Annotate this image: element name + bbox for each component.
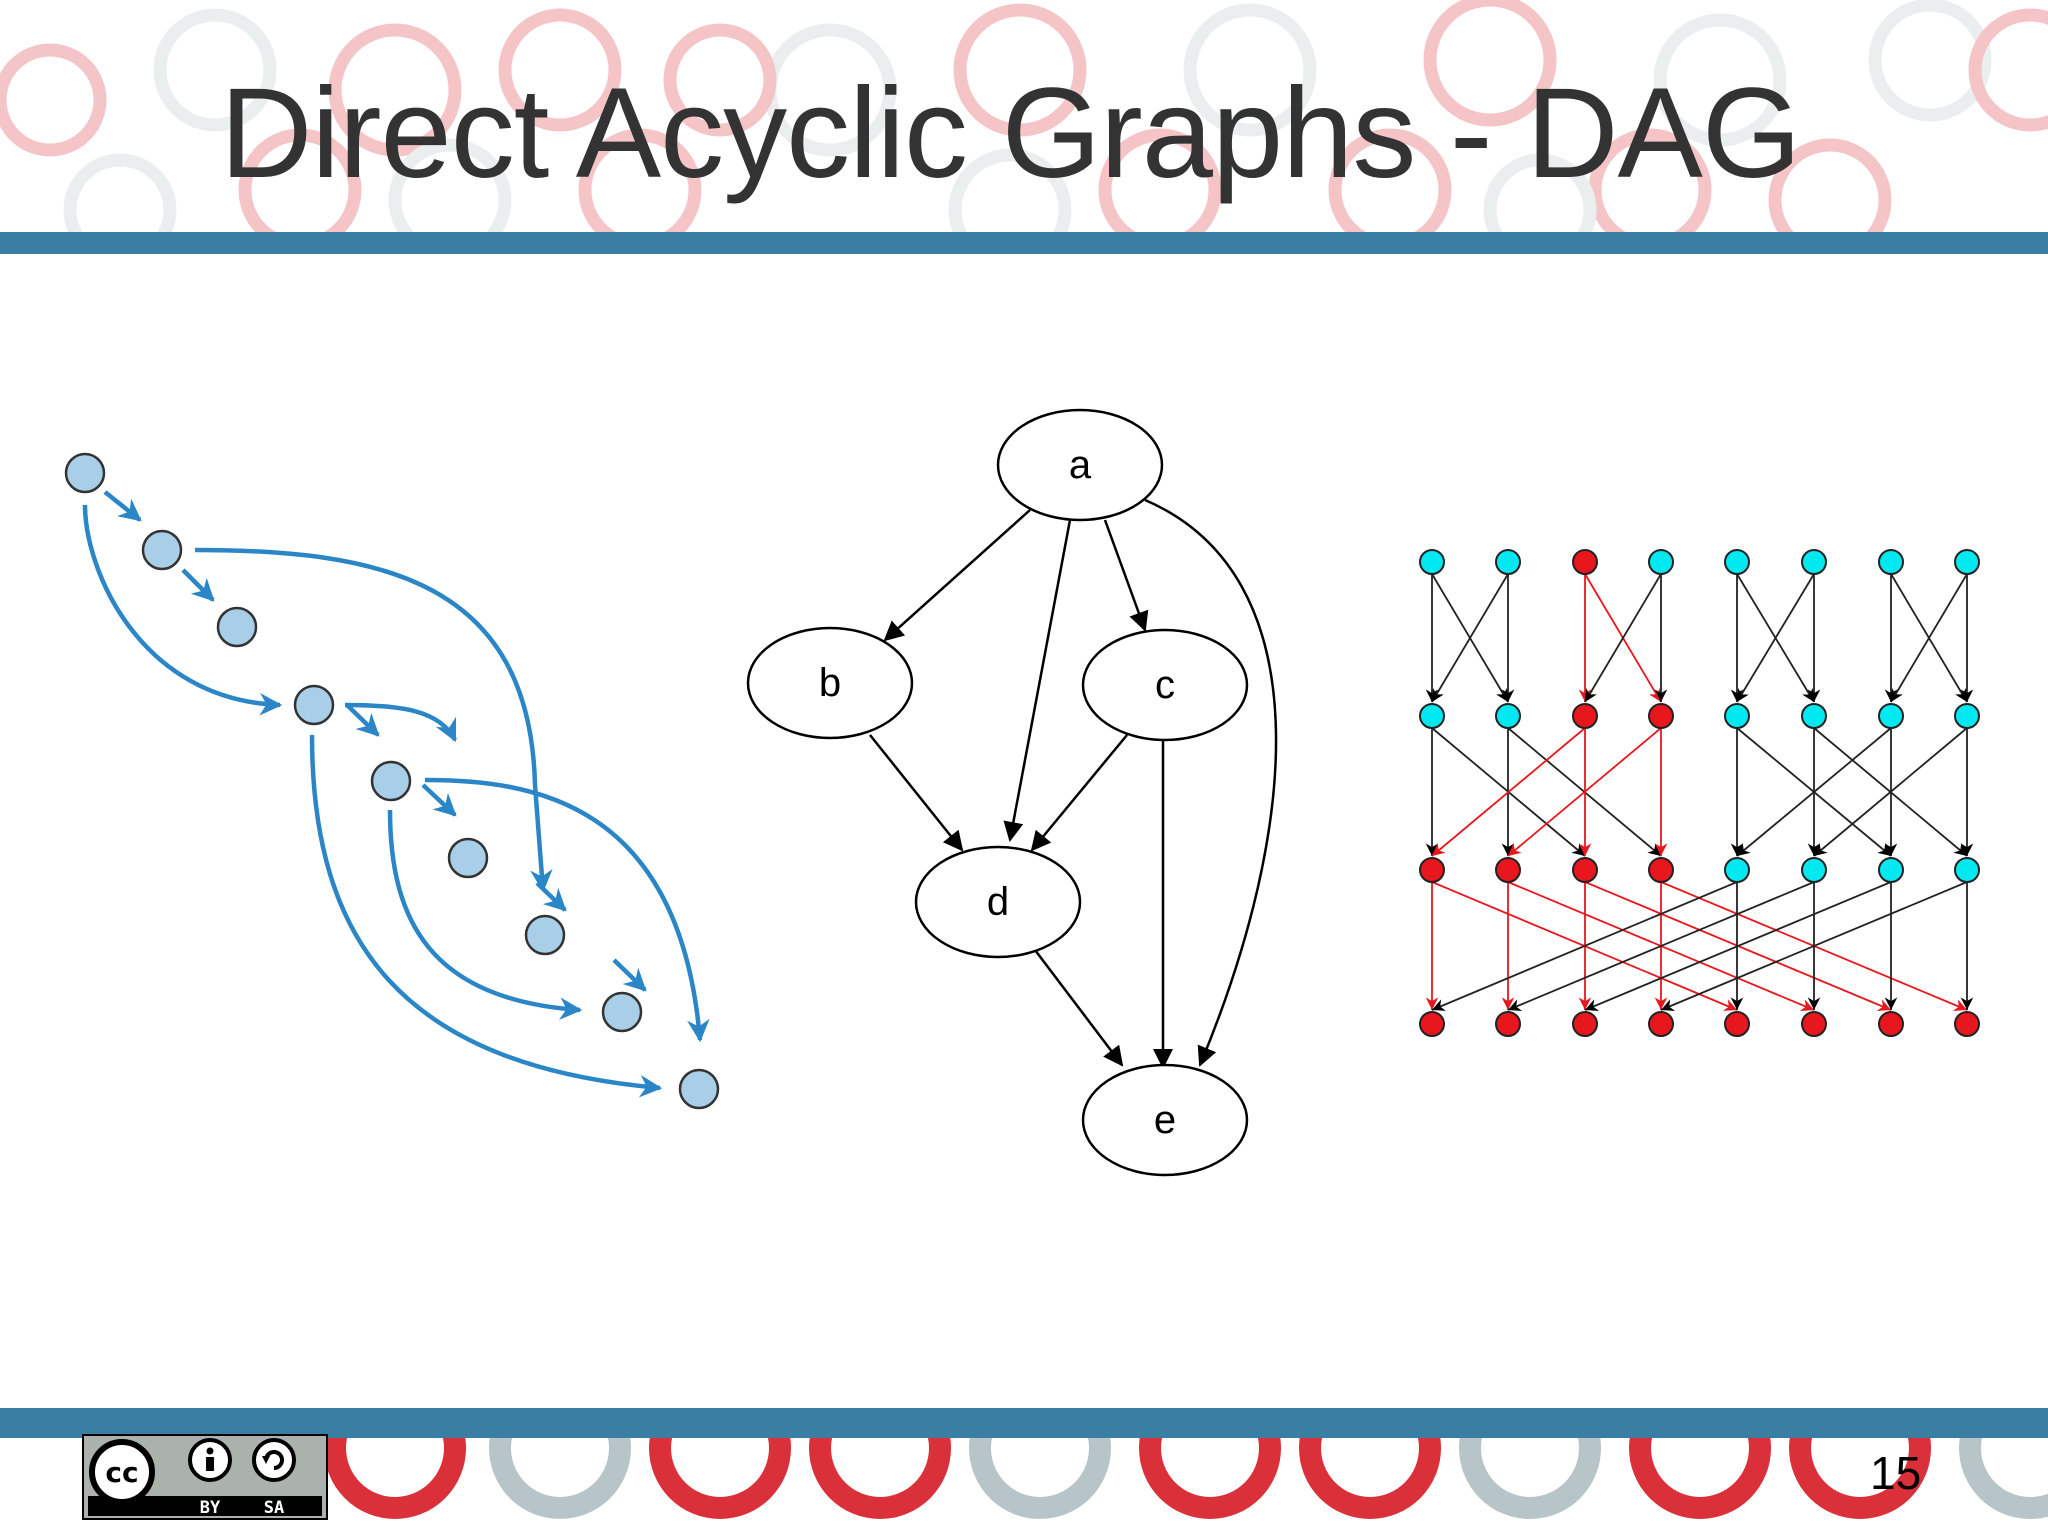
footer-divider (0, 1408, 2048, 1438)
butterfly-node (1419, 1011, 1445, 1037)
node-e (1081, 1063, 1249, 1177)
node-b (746, 626, 914, 740)
dag-diagram-butterfly (1419, 549, 1980, 1037)
butterfly-node (1878, 857, 1904, 883)
node-a (996, 408, 1164, 522)
butterfly-node (1724, 549, 1750, 575)
edge-a-c (1103, 519, 1149, 632)
butterfly-node (1724, 857, 1750, 883)
butterfly-node (1419, 857, 1445, 883)
butterfly-node (1878, 1011, 1904, 1037)
butterfly-node (1648, 1011, 1674, 1037)
butterfly-node (1878, 549, 1904, 575)
creative-commons-by-sa-icon: cc BY SA (82, 1434, 328, 1520)
dag-node (370, 760, 412, 802)
butterfly-edge (1431, 881, 1738, 1011)
edge-d-e (1034, 949, 1124, 1067)
butterfly-edge (1431, 727, 1586, 857)
node-label-a: a (1069, 443, 1092, 487)
license-label-by: BY (200, 1498, 221, 1518)
butterfly-node (1648, 703, 1674, 729)
butterfly-node (1801, 1011, 1827, 1037)
edge-b-d (869, 734, 964, 852)
butterfly-edge (1813, 727, 1968, 857)
butterfly-node (1648, 857, 1674, 883)
edge-a-e (1144, 498, 1278, 1067)
butterfly-node (1495, 703, 1521, 729)
edge-c-d (1030, 734, 1128, 852)
butterfly-node (1801, 703, 1827, 729)
butterfly-node (1572, 549, 1598, 575)
butterfly-node (1954, 549, 1980, 575)
dag-node (678, 1068, 720, 1110)
butterfly-edge (1584, 573, 1662, 703)
butterfly-edge (1431, 573, 1509, 703)
node-label-e: e (1154, 1098, 1176, 1142)
butterfly-edge (1890, 573, 1968, 703)
dag-node (447, 837, 489, 879)
dag-diagram-blue (64, 452, 720, 1110)
butterfly-node (1495, 1011, 1521, 1037)
butterfly-node (1954, 1011, 1980, 1037)
butterfly-edge (1584, 881, 1892, 1011)
dag-node (524, 914, 566, 956)
butterfly-edge (1736, 573, 1815, 703)
butterfly-edge (1660, 881, 1968, 1011)
butterfly-edge (1507, 881, 1815, 1011)
butterfly-node (1724, 703, 1750, 729)
node-d (914, 845, 1082, 959)
node-label-c: c (1155, 663, 1175, 707)
slide-title: Direct Acyclic Graphs - DAG (220, 62, 1801, 205)
butterfly-node (1572, 857, 1598, 883)
node-c (1081, 628, 1249, 742)
dag-node (141, 529, 183, 571)
butterfly-edge (1736, 727, 1892, 857)
node-label-d: d (987, 880, 1009, 924)
butterfly-node (1419, 703, 1445, 729)
butterfly-node (1572, 1011, 1598, 1037)
butterfly-node (1495, 857, 1521, 883)
edge-a-b (883, 509, 1031, 642)
node-label-b: b (819, 661, 841, 705)
dag-diagram-labeled: a b c d e (746, 408, 1278, 1177)
header-divider (0, 232, 2048, 254)
butterfly-node (1495, 549, 1521, 575)
butterfly-node (1648, 549, 1674, 575)
dag-node (216, 606, 258, 648)
edge-a-d (1003, 519, 1072, 842)
butterfly-node (1801, 549, 1827, 575)
butterfly-node (1419, 549, 1445, 575)
dag-node (293, 684, 335, 726)
page-number: 15 (1870, 1447, 1922, 1499)
butterfly-node (1724, 1011, 1750, 1037)
butterfly-node (1878, 703, 1904, 729)
footer-ring-pattern (0, 1438, 2048, 1536)
butterfly-node (1954, 857, 1980, 883)
license-label-sa: SA (264, 1498, 284, 1518)
svg-text:cc: cc (105, 1456, 138, 1489)
dag-node (64, 452, 106, 494)
butterfly-node (1572, 703, 1598, 729)
butterfly-node (1801, 857, 1827, 883)
butterfly-node (1954, 703, 1980, 729)
dag-node (601, 991, 643, 1033)
butterfly-edge (1507, 727, 1662, 857)
header-ring-pattern (0, 0, 2048, 234)
